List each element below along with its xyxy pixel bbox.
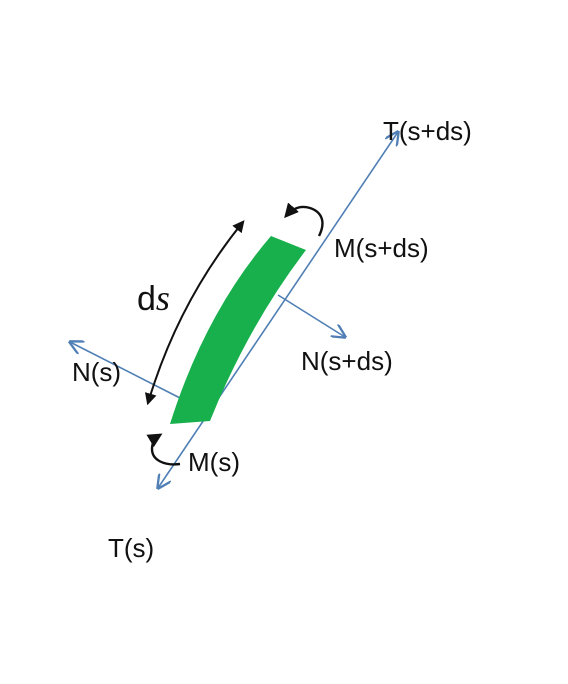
label-normal-left: N(s) [72, 357, 121, 387]
label-ds-s: s [156, 278, 170, 318]
label-tangent-top: T(s+ds) [383, 116, 472, 146]
moment-arrow-top [284, 202, 324, 237]
moment-arrow-bottom [146, 433, 181, 466]
label-moment-top: M(s+ds) [334, 233, 429, 263]
normal-force-arrow-s-plus-ds [277, 294, 345, 337]
ds-length-arrow [144, 220, 245, 406]
label-tangent-bottom: T(s) [108, 533, 154, 563]
label-ds-d: d [137, 280, 156, 318]
label-normal-right: N(s+ds) [301, 346, 393, 376]
curved-beam-element [170, 236, 306, 424]
tangent-force-line [158, 132, 398, 488]
label-moment-bottom: M(s) [188, 447, 240, 477]
label-ds: ds [137, 278, 170, 318]
